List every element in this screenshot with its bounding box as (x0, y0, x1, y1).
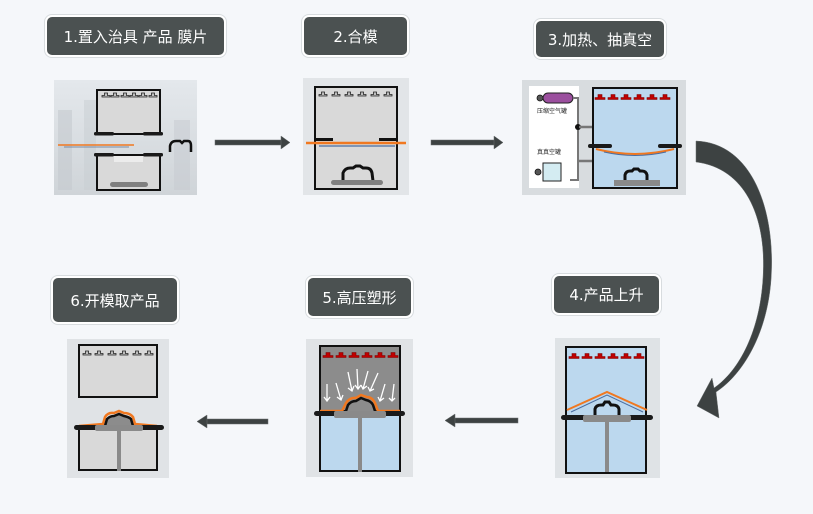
step-4-label: 4.产品上升 (552, 274, 661, 315)
formed-film (320, 393, 400, 413)
arrow-step1-to-step2 (214, 135, 291, 150)
step-1-label: 1.置入治具 产品 膜片 (45, 15, 226, 57)
vacuum-tank (534, 162, 562, 182)
curved-arrow-step3-to-step4 (695, 140, 772, 419)
step-4-text: 4.产品上升 (569, 286, 644, 304)
step-3-label: 3.加热、抽真空 (534, 19, 666, 59)
finished-film (78, 409, 158, 428)
step-4-illustration (555, 338, 660, 478)
arrow-step4-to-step5 (444, 413, 519, 428)
pressure-chamber (565, 346, 647, 474)
product-part (168, 139, 193, 152)
step-6-text: 6.开模取产品 (70, 291, 160, 310)
fixture-platform (110, 182, 148, 187)
step-5-text: 5.高压塑形 (322, 288, 397, 307)
heated-film (595, 148, 675, 155)
step-3-text: 3.加热、抽真空 (547, 30, 653, 49)
step-1-illustration (54, 80, 197, 195)
step-3-illustration: 压缩空气罐 真真空罐 (522, 80, 686, 195)
step-2-illustration (303, 78, 409, 195)
step-6-illustration (67, 339, 169, 478)
upper-chamber (94, 89, 163, 136)
lift-platform (583, 415, 631, 422)
vacuum-tank-label: 真真空罐 (537, 148, 561, 156)
stretched-film (566, 390, 648, 411)
step-2-label: 2.合模 (302, 15, 409, 57)
product-part (344, 396, 377, 412)
pressure-arrows (323, 368, 396, 403)
opened-upper-chamber (78, 344, 158, 398)
product-part (341, 164, 375, 182)
arrow-step2-to-step3 (430, 135, 504, 150)
vacuum-chamber (592, 87, 678, 189)
finished-product (103, 412, 135, 427)
product-part (593, 400, 621, 416)
step-2-text: 2.合模 (333, 27, 378, 46)
lower-chamber (94, 153, 163, 191)
step-1-text: 1.置入治具 产品 膜片 (63, 27, 208, 46)
step-6-label: 6.开模取产品 (51, 276, 179, 324)
product-part (623, 167, 649, 181)
arrow-step5-to-step6 (196, 414, 269, 429)
air-tank-label: 压缩空气罐 (537, 107, 567, 115)
step-5-label: 5.高压塑形 (306, 276, 413, 318)
step-5-illustration (306, 339, 413, 477)
lift-shaft (605, 422, 609, 472)
